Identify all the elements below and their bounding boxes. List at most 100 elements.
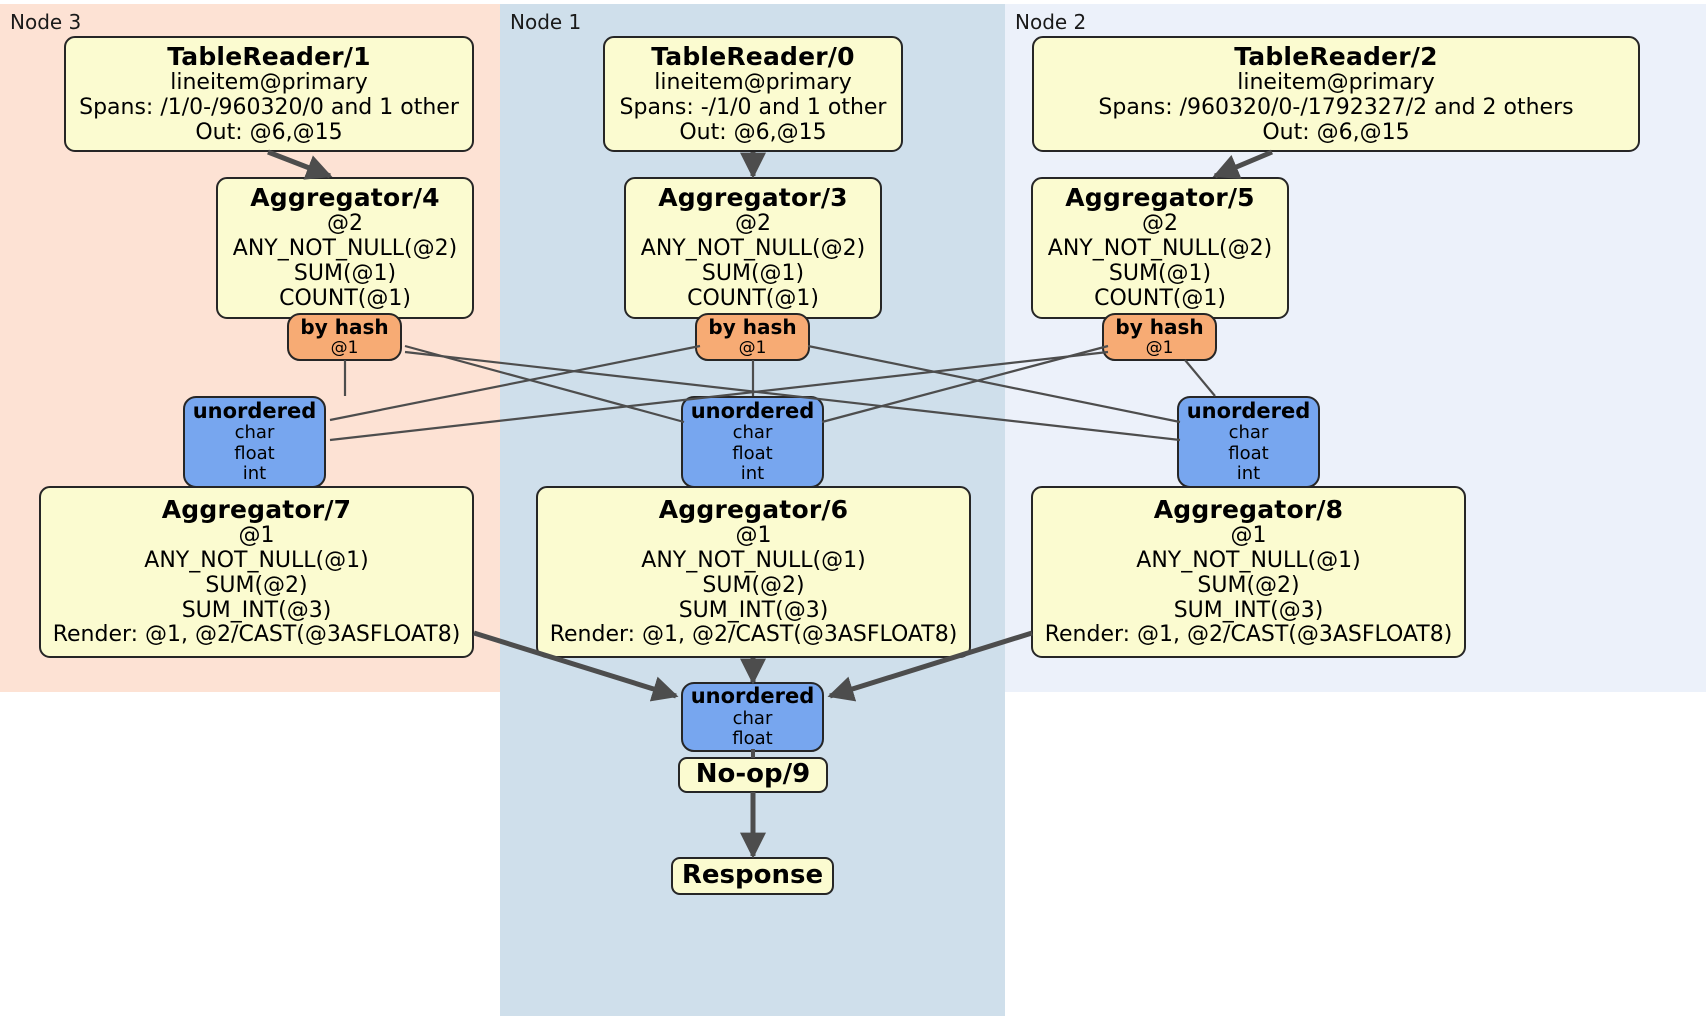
node-region-label-node1: Node 1 [510,10,582,34]
receiver-detail-line: float [1228,442,1269,464]
edge-agg7-final [473,630,679,702]
node-detail-line: SUM(@1) [701,261,805,287]
edge-tr1-agg4 [267,149,333,180]
node-title: Aggregator/7 [161,494,352,524]
node-detail-line: Out: @6,@15 [1262,119,1410,145]
node-detail-line: ANY_NOT_NULL(@1) [144,547,369,573]
node-detail-line: @2 [735,211,771,237]
node-detail-line: SUM_INT(@3) [1173,597,1324,623]
node-detail-line: @2 [327,211,363,237]
receiver-title: unordered [690,683,815,708]
node-detail-line: ANY_NOT_NULL(@2) [1047,236,1273,262]
node-title: Aggregator/6 [658,494,849,524]
receiver-detail-line: float [234,442,275,464]
node-detail-line: @1 [735,522,772,548]
node-region-label-node3: Node 3 [10,10,82,34]
node-detail-line: Render: @1, @2/CAST(@3ASFLOAT8) [549,622,958,648]
node-detail-line: SUM(@1) [293,261,397,287]
edge-hashleft-recvcenter [404,344,685,424]
node-detail-line: COUNT(@1) [687,285,819,311]
router-by-hash-node1[interactable]: by hash @1 [695,313,810,361]
edge-hash-to-receiver-group [329,344,1216,442]
receiver-detail-line: int [1236,463,1261,485]
receiver-detail-line: char [732,707,773,729]
node-detail-line: Render: @1, @2/CAST(@3ASFLOAT8) [1044,622,1453,648]
router-detail-line: @1 [738,337,767,358]
node-detail-line: lineitem@primary [654,69,852,95]
node-detail-line: SUM(@2) [205,572,308,598]
router-by-hash-node3[interactable]: by hash @1 [287,313,402,361]
node-title: Aggregator/4 [250,183,440,213]
node-detail-line: ANY_NOT_NULL(@1) [1136,547,1361,573]
edge-aggregator-to-final-receiver-group [473,630,1033,702]
node-detail-line: Spans: /1/0-/960320/0 and 1 other [79,94,459,120]
node-detail-line: Out: @6,@15 [679,119,827,145]
edge-agg8-final [827,630,1033,702]
node-detail-line: Render: @1, @2/CAST(@3ASFLOAT8) [52,622,461,648]
edge-hashright-recvcenter [821,344,1109,424]
edge-hashleft-recvright [404,350,1181,442]
node-detail-line: SUM(@2) [702,572,805,598]
processor-aggregator-3[interactable]: Aggregator/3 @2 ANY_NOT_NULL(@2) SUM(@1)… [624,177,882,319]
node-detail-line: @1 [238,522,275,548]
node-detail-line: SUM(@1) [1108,261,1212,287]
node-detail-line: Out: @6,@15 [195,119,343,145]
receiver-detail-line: char [732,422,773,444]
node-detail-line: SUM_INT(@3) [181,597,332,623]
node-detail-line: lineitem@primary [1237,69,1435,95]
node-title: TableReader/1 [167,41,371,71]
node-title: TableReader/2 [1234,41,1438,71]
receiver-detail-line: char [1228,422,1269,444]
receiver-detail-line: int [740,463,765,485]
receiver-detail-line: int [242,463,267,485]
edge-hashcenter-recvleft [329,344,701,422]
node-detail-line: Spans: -/1/0 and 1 other [619,94,887,120]
node-detail-line: ANY_NOT_NULL(@2) [640,236,866,262]
receiver-unordered-final[interactable]: unordered char float [681,682,824,752]
node-title: TableReader/0 [651,41,855,71]
receiver-title: unordered [192,398,317,423]
processor-tablereader-2[interactable]: TableReader/2 lineitem@primary Spans: /9… [1032,36,1640,152]
node-title: Response [681,860,824,891]
receiver-unordered-node3[interactable]: unordered char float int [183,396,326,488]
node-detail-line: lineitem@primary [170,69,368,95]
router-detail-line: @1 [1145,337,1174,358]
router-detail-line: @1 [330,337,359,358]
processor-aggregator-4[interactable]: Aggregator/4 @2 ANY_NOT_NULL(@2) SUM(@1)… [216,177,474,319]
node-title: No-op/9 [695,759,811,790]
node-detail-line: ANY_NOT_NULL(@1) [641,547,866,573]
receiver-unordered-node2[interactable]: unordered char float int [1177,396,1320,488]
router-title: by hash [708,315,797,340]
processor-tablereader-0[interactable]: TableReader/0 lineitem@primary Spans: -/… [603,36,903,152]
router-title: by hash [1115,315,1204,340]
node-detail-line: Spans: /960320/0-/1792327/2 and 2 others [1098,94,1574,120]
node-detail-line: @2 [1142,211,1178,237]
router-by-hash-node2[interactable]: by hash @1 [1102,313,1217,361]
receiver-detail-line: float [732,727,773,749]
edge-hashcenter-recvright [807,344,1181,424]
node-detail-line: ANY_NOT_NULL(@2) [232,236,458,262]
processor-tablereader-1[interactable]: TableReader/1 lineitem@primary Spans: /1… [64,36,474,152]
processor-aggregator-6[interactable]: Aggregator/6 @1 ANY_NOT_NULL(@1) SUM(@2)… [536,486,971,658]
node-title: Aggregator/3 [658,183,848,213]
processor-aggregator-8[interactable]: Aggregator/8 @1 ANY_NOT_NULL(@1) SUM(@2)… [1031,486,1466,658]
node-region-label-node2: Node 2 [1015,10,1087,34]
node-detail-line: SUM_INT(@3) [678,597,829,623]
receiver-detail-line: char [234,422,275,444]
router-title: by hash [300,315,389,340]
node-detail-line: SUM(@2) [1197,572,1300,598]
node-detail-line: @1 [1230,522,1267,548]
edge-tr2-agg5 [1212,149,1273,179]
processor-noop-9[interactable]: No-op/9 [678,757,828,793]
receiver-detail-line: float [732,442,773,464]
receiver-title: unordered [1186,398,1311,423]
node-detail-line: COUNT(@1) [279,285,411,311]
processor-aggregator-7[interactable]: Aggregator/7 @1 ANY_NOT_NULL(@1) SUM(@2)… [39,486,474,658]
node-title: Aggregator/5 [1065,183,1255,213]
edge-tablereader-to-aggregator-group [267,149,1273,180]
receiver-unordered-node1[interactable]: unordered char float int [681,396,824,488]
receiver-title: unordered [690,398,815,423]
node-title: Aggregator/8 [1153,494,1344,524]
